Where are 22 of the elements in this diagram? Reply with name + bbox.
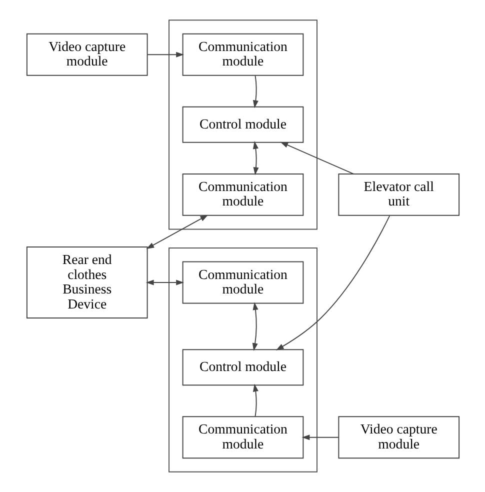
arrow [146,52,184,58]
node-box: Communication module [182,33,304,76]
cluster [168,247,317,472]
arrow [146,214,208,249]
node-box: Communication module [182,173,304,216]
node-box: Communication module [182,416,304,459]
node-box: Rear end clothes Business Device [26,246,148,319]
node-box: Control module [182,349,304,386]
node-box: Video capture module [26,33,148,76]
arrow [252,384,258,417]
arrow [252,302,258,352]
cluster [168,20,317,230]
arrow [252,141,258,176]
node-box: Video capture module [338,416,460,459]
arrow [280,142,354,174]
arrow [301,434,338,440]
node-box: Communication module [182,261,304,304]
arrow [145,280,184,286]
node-box: Control module [182,106,304,143]
node-box: Elevator call unit [338,173,460,216]
arrow [252,75,258,108]
arrow [275,215,390,350]
